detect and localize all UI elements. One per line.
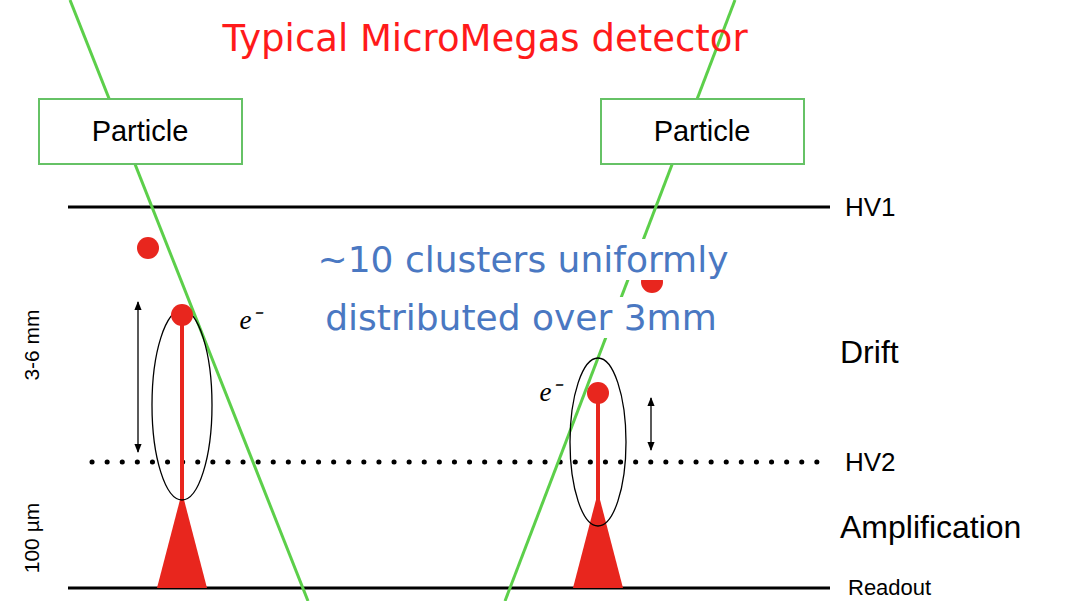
- distance-arrow: [137, 302, 138, 452]
- cluster-dot: [171, 304, 193, 326]
- dimension-label: 3-6 mm: [20, 309, 44, 380]
- electrode-label: HV1: [845, 192, 896, 223]
- electron-label: e⁻: [240, 300, 261, 337]
- electron-drift: [596, 393, 600, 500]
- mesh-electrode: [92, 460, 830, 465]
- electrode-label: Readout: [848, 575, 931, 601]
- diagram-title: Typical MicroMegas detector: [222, 17, 747, 60]
- electron-drift: [180, 315, 184, 500]
- hv1-electrode: [68, 206, 830, 209]
- dimension-label: 100 µm: [20, 503, 44, 573]
- avalanche: [157, 492, 207, 588]
- region-label: Drift: [840, 334, 899, 371]
- node-text: Particle: [92, 115, 189, 148]
- node-text: Particle: [654, 115, 751, 148]
- cluster-dot: [137, 237, 159, 259]
- particle-box: Particle: [38, 98, 243, 165]
- particle-track: [70, 0, 308, 601]
- electron-label: e⁻: [540, 372, 561, 409]
- cluster-ellipse: [152, 310, 212, 500]
- electrode-label: HV2: [845, 447, 896, 478]
- distance-arrow: [650, 398, 651, 450]
- cluster-dot: [587, 382, 609, 404]
- annotation-note: ~10 clusters uniformly distributed over …: [232, 231, 812, 347]
- cluster-ellipse: [570, 358, 626, 526]
- particle-box: Particle: [600, 98, 805, 165]
- region-label: Amplification: [840, 509, 1021, 546]
